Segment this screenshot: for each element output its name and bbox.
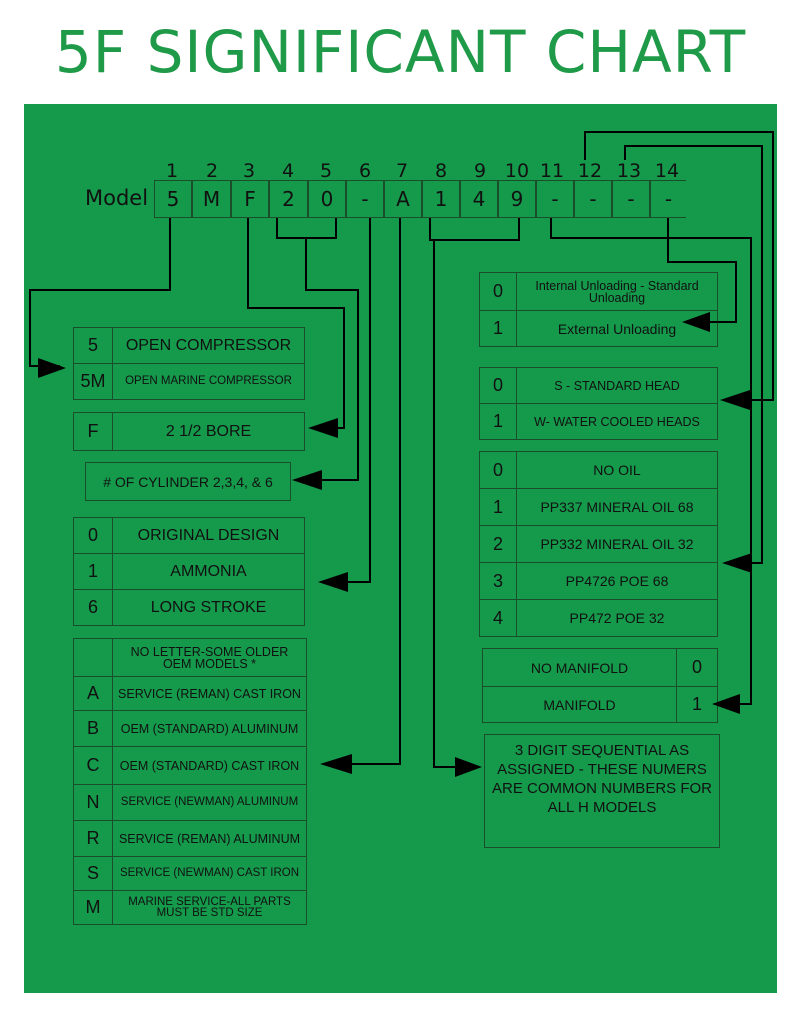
- sequential-number-box: 3 DIGIT SEQUENTIAL AS ASSIGNED - THESE N…: [484, 734, 720, 848]
- model-char-cell: -: [536, 180, 574, 218]
- connector-position-12: [584, 131, 774, 401]
- bore-table: F 2 1/2 BORE: [73, 412, 305, 451]
- service-letter-table: NO LETTER-SOME OLDER OEM MODELS * A SERV…: [73, 638, 307, 925]
- desc-cell: MARINE SERVICE-ALL PARTS MUST BE STD SIZ…: [112, 890, 307, 925]
- model-char-cell: M: [192, 180, 231, 218]
- position-number: 14: [654, 160, 680, 182]
- compressor-type-table: 5 OPEN COMPRESSOR 5M OPEN MARINE COMPRES…: [73, 327, 305, 400]
- connector-position-1: [29, 218, 171, 367]
- code-cell: 0: [479, 272, 517, 311]
- arrowhead: [712, 694, 740, 714]
- position-number: 1: [165, 160, 179, 182]
- connector-position-3: [247, 218, 345, 429]
- code-cell: 2: [479, 525, 517, 563]
- desc-cell: OEM (STANDARD) ALUMINUM: [112, 710, 307, 747]
- model-char-cell: F: [231, 180, 269, 218]
- position-number: 5: [319, 160, 333, 182]
- design-table: 0 ORIGINAL DESIGN 1 AMMONIA 6 LONG STROK…: [73, 517, 305, 626]
- model-char-cell: A: [384, 180, 422, 218]
- code-cell: C: [73, 746, 113, 785]
- arrowhead: [722, 553, 752, 573]
- model-char-cell: -: [612, 180, 650, 218]
- connector-position-13: [624, 145, 763, 564]
- desc-cell: NO MANIFOLD: [482, 648, 677, 687]
- desc-cell: Internal Unloading - Standard Unloading: [516, 272, 718, 311]
- desc-cell: NO LETTER-SOME OLDER OEM MODELS *: [112, 638, 307, 677]
- code-cell: 1: [479, 403, 517, 440]
- desc-cell: OPEN COMPRESSOR: [112, 327, 305, 364]
- connector-position-6: [348, 218, 371, 583]
- model-char-cell: -: [650, 180, 686, 218]
- position-number: 2: [205, 160, 219, 182]
- position-number: 11: [539, 160, 565, 182]
- desc-cell: OEM (STANDARD) CAST IRON: [112, 746, 307, 785]
- position-number: 3: [242, 160, 256, 182]
- code-cell: 1: [73, 553, 113, 590]
- desc-cell: AMMONIA: [112, 553, 305, 590]
- model-char-cell: 4: [460, 180, 498, 218]
- code-cell: B: [73, 710, 113, 747]
- model-char-cell: 0: [308, 180, 346, 218]
- desc-cell: 2 1/2 BORE: [112, 412, 305, 451]
- arrowhead: [455, 757, 482, 777]
- arrowhead: [720, 390, 750, 410]
- connector-position-7: [352, 218, 401, 765]
- code-cell: N: [73, 784, 113, 821]
- code-cell: F: [73, 412, 113, 451]
- unloading-table: 0 Internal Unloading - Standard Unloadin…: [479, 272, 718, 347]
- model-char-cell: -: [346, 180, 384, 218]
- model-label: Model: [85, 186, 149, 210]
- code-cell: 1: [479, 310, 517, 347]
- position-number: 4: [281, 160, 295, 182]
- desc-cell: External Unloading: [516, 310, 718, 347]
- position-number: 8: [434, 160, 448, 182]
- connector-position-8-10: [429, 218, 520, 241]
- code-cell: 6: [73, 589, 113, 626]
- arrowhead: [308, 418, 338, 438]
- desc-cell: PP472 POE 32: [516, 599, 718, 637]
- desc-cell: LONG STROKE: [112, 589, 305, 626]
- code-cell: M: [73, 890, 113, 925]
- arrowhead: [38, 358, 66, 378]
- position-number: 12: [577, 160, 603, 182]
- position-number: 9: [473, 160, 487, 182]
- model-char-cell: -: [574, 180, 612, 218]
- desc-cell: MANIFOLD: [482, 686, 677, 723]
- desc-cell: W- WATER COOLED HEADS: [516, 403, 718, 440]
- cylinders-table: # OF CYLINDER 2,3,4, & 6: [85, 462, 291, 501]
- code-cell: 0: [676, 648, 718, 687]
- oil-table: 0 NO OIL 1 PP337 MINERAL OIL 68 2 PP332 …: [479, 451, 718, 637]
- desc-cell: SERVICE (REMAN) CAST IRON: [112, 676, 307, 711]
- connector-position-11: [550, 218, 752, 705]
- code-cell: 5M: [73, 363, 113, 400]
- code-cell: S: [73, 856, 113, 891]
- desc-cell: S - STANDARD HEAD: [516, 367, 718, 404]
- desc-cell: # OF CYLINDER 2,3,4, & 6: [85, 462, 291, 501]
- desc-cell: NO OIL: [516, 451, 718, 489]
- position-number: 7: [395, 160, 409, 182]
- arrowhead: [318, 572, 348, 592]
- position-number: 6: [358, 160, 372, 182]
- arrowhead: [320, 754, 352, 774]
- chart-title: 5F SIGNIFICANT CHART: [54, 18, 747, 86]
- manifold-table: NO MANIFOLD 0 MANIFOLD 1: [482, 648, 718, 723]
- heads-table: 0 S - STANDARD HEAD 1 W- WATER COOLED HE…: [479, 367, 718, 440]
- position-number: 10: [504, 160, 530, 182]
- connector-position-4-5: [276, 218, 337, 239]
- connector-position-14: [667, 218, 737, 323]
- code-cell: 5: [73, 327, 113, 364]
- model-char-cell: 9: [498, 180, 536, 218]
- desc-cell: PP4726 POE 68: [516, 562, 718, 600]
- arrowhead: [682, 312, 710, 332]
- model-char-cell: 1: [422, 180, 460, 218]
- code-cell: [73, 638, 113, 677]
- model-char-cell: 2: [269, 180, 308, 218]
- arrowhead: [292, 470, 322, 490]
- desc-cell: OPEN MARINE COMPRESSOR: [112, 363, 305, 400]
- model-char-cell: 5: [154, 180, 192, 218]
- position-number: 13: [616, 160, 642, 182]
- desc-cell: SERVICE (REMAN) ALUMINUM: [112, 820, 307, 857]
